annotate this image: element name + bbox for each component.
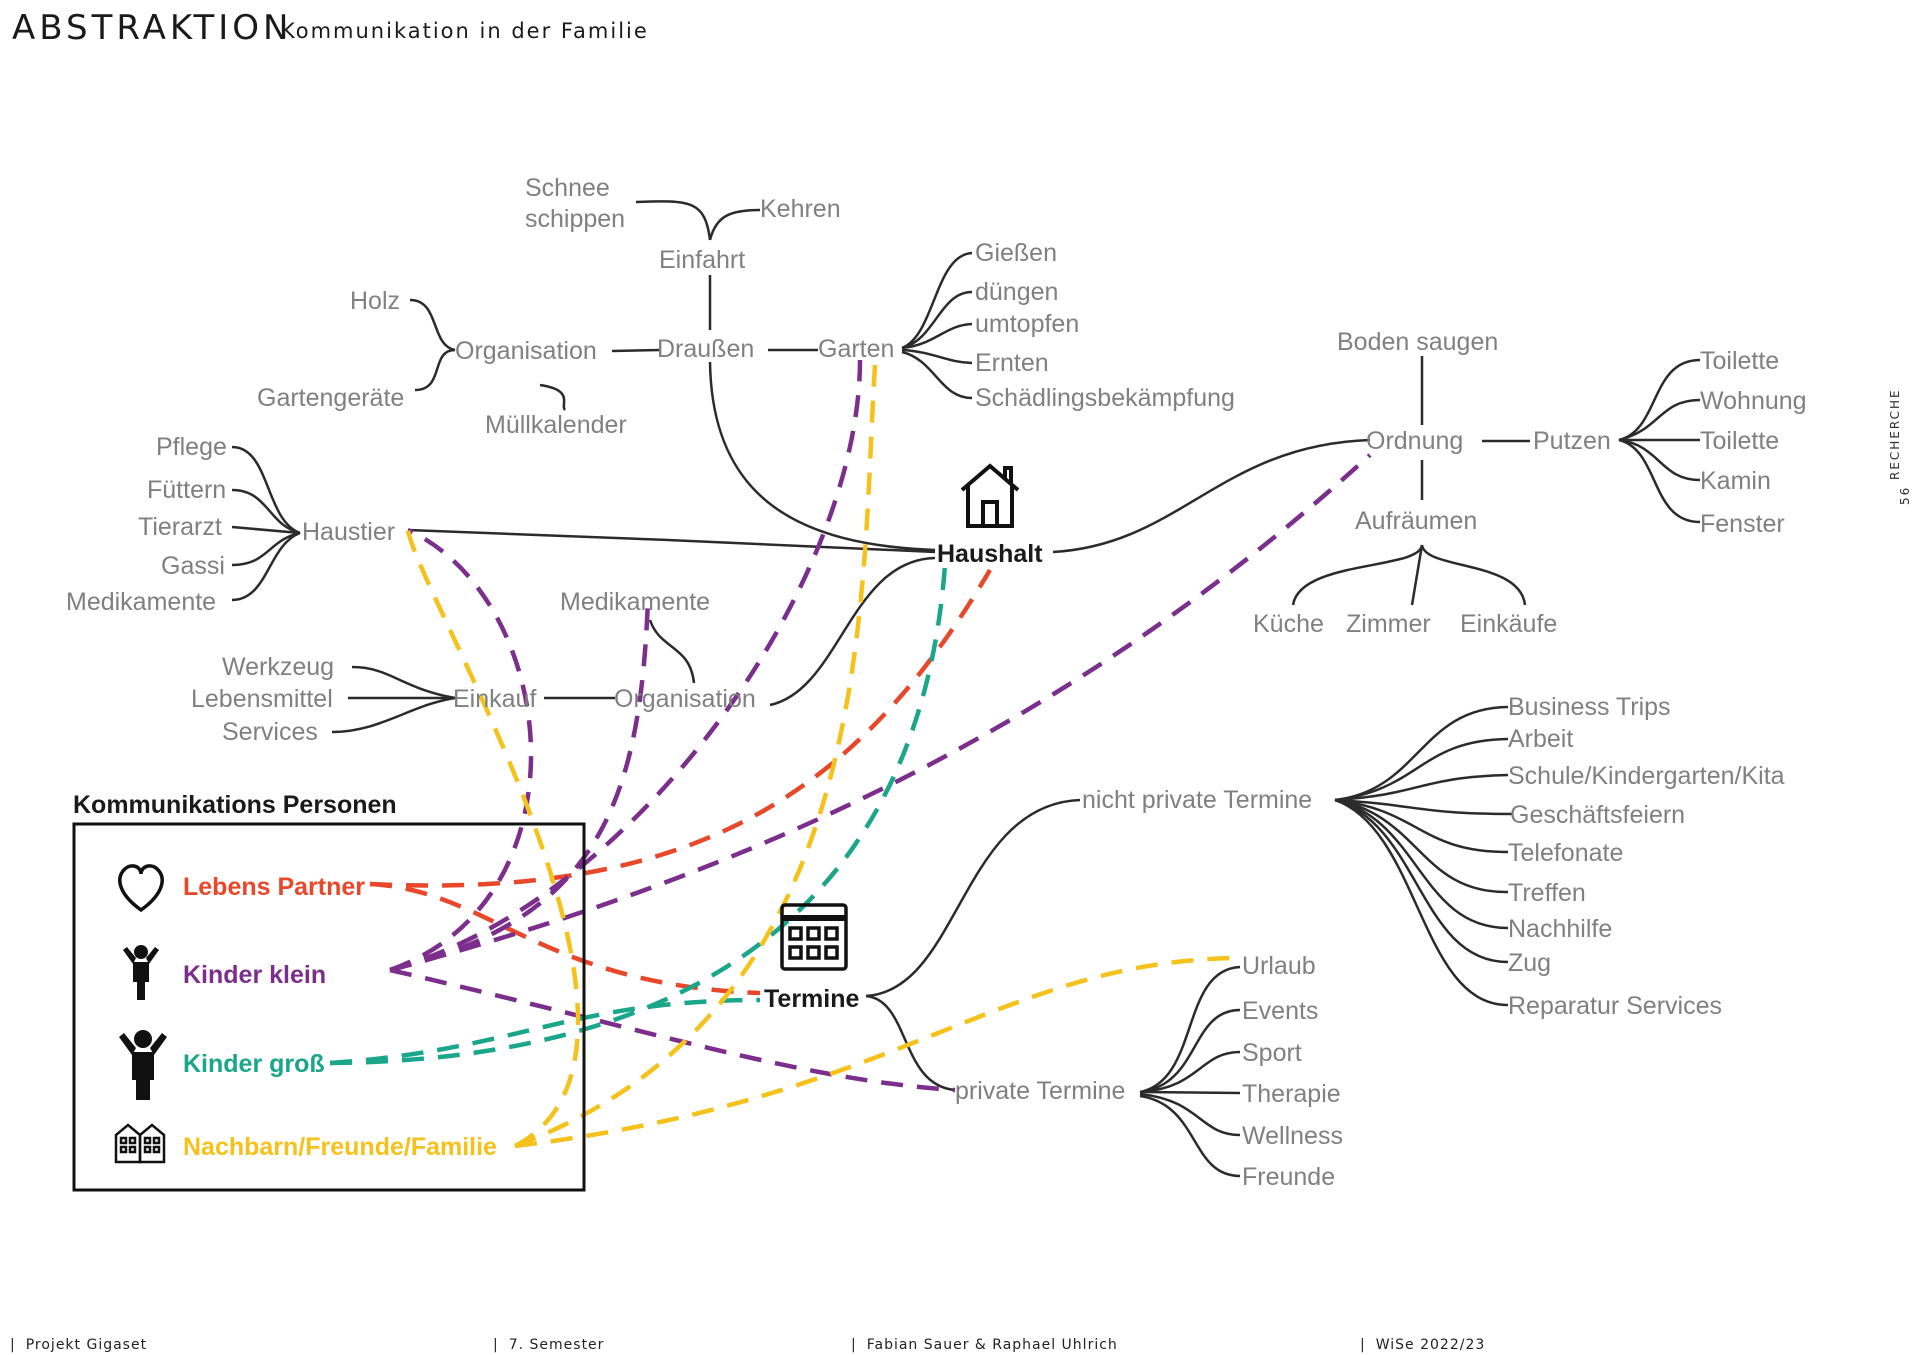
node-zimmer: Zimmer (1346, 610, 1431, 638)
node-toilette-1: Toilette (1700, 347, 1779, 375)
node-muellkalender: Müllkalender (485, 411, 627, 439)
node-organisation-top: Organisation (455, 337, 597, 365)
node-putzen: Putzen (1533, 427, 1611, 455)
kinder-klein-line-ordnung (389, 453, 1372, 973)
legend-label-partner: Lebens Partner (183, 873, 365, 901)
node-einfahrt: Einfahrt (659, 246, 745, 274)
node-boden-saugen: Boden saugen (1337, 328, 1498, 356)
calendar-icon (780, 903, 848, 971)
node-private-termine: private Termine (955, 1077, 1125, 1105)
node-medikamente-org: Medikamente (560, 588, 710, 616)
node-haustier: Haustier (302, 518, 395, 546)
node-sport: Sport (1242, 1039, 1302, 1067)
node-lebensmittel: Lebensmittel (191, 685, 333, 713)
node-labels: Schnee schippen Kehren Einfahrt Holz Org… (66, 174, 1807, 1191)
node-business-trips: Business Trips (1508, 693, 1671, 721)
node-umtopfen: umtopfen (975, 310, 1079, 338)
node-reparatur: Reparatur Services (1508, 992, 1722, 1020)
node-nachhilfe: Nachhilfe (1508, 915, 1612, 943)
communication-lines (329, 359, 1372, 1149)
node-einkauf: Einkauf (453, 685, 536, 713)
page-subtitle: Kommunikation in der Familie (281, 19, 649, 43)
kinder-gross-line-haushalt (329, 564, 948, 1066)
node-nicht-private-termine: nicht private Termine (1082, 786, 1312, 814)
nachbarn-line-urlaub (514, 955, 1241, 1149)
node-duengen: düngen (975, 278, 1058, 306)
node-schippen: schippen (525, 205, 625, 233)
node-ordnung: Ordnung (1366, 427, 1463, 455)
node-kueche: Küche (1253, 610, 1324, 638)
kinder-klein-line-haustier (389, 527, 534, 973)
node-toilette-2: Toilette (1700, 427, 1779, 455)
node-gartengeraete: Gartengeräte (257, 384, 404, 412)
kinder-klein-line-private (389, 967, 956, 1093)
kinder-klein-line-medikamente (389, 599, 651, 973)
node-wohnung: Wohnung (1700, 387, 1807, 415)
legend-label-kinder-gross: Kinder groß (183, 1050, 325, 1078)
footer-project: |Projekt Gigaset (10, 1337, 148, 1353)
nachbarn-line-garten (514, 364, 878, 1149)
node-ernten: Ernten (975, 349, 1049, 377)
node-events: Events (1242, 997, 1318, 1025)
node-aufraeumen: Aufräumen (1355, 507, 1477, 535)
termine-hub: Termine (764, 903, 859, 1013)
node-holz: Holz (350, 287, 400, 315)
houses-icon (114, 1123, 166, 1164)
termine-label: Termine (764, 985, 859, 1013)
node-medikamente-pet: Medikamente (66, 588, 216, 616)
node-fenster: Fenster (1700, 510, 1785, 538)
big-child-icon (119, 1030, 167, 1100)
node-telefonate: Telefonate (1508, 839, 1623, 867)
house-icon (960, 463, 1020, 528)
node-draussen: Draußen (657, 335, 754, 363)
heart-icon (118, 864, 164, 913)
node-kehren: Kehren (760, 195, 841, 223)
legend-label-kinder-klein: Kinder klein (183, 961, 326, 989)
node-gassi: Gassi (161, 552, 225, 580)
node-schule: Schule/Kindergarten/Kita (1508, 762, 1785, 790)
haushalt-label: Haushalt (937, 540, 1043, 568)
node-tierarzt: Tierarzt (138, 513, 222, 541)
node-urlaub: Urlaub (1242, 952, 1316, 980)
node-freunde: Freunde (1242, 1163, 1335, 1191)
node-kamin: Kamin (1700, 467, 1771, 495)
node-arbeit: Arbeit (1508, 725, 1573, 753)
haushalt-hub: Haushalt (937, 463, 1043, 568)
kinder-gross-line-termine (329, 997, 761, 1066)
node-schnee: Schnee (525, 174, 610, 202)
node-wellness: Wellness (1242, 1122, 1343, 1150)
page-title: ABSTRAKTION (12, 8, 293, 48)
node-werkzeug: Werkzeug (222, 653, 334, 681)
partner-line-haushalt (369, 568, 992, 888)
node-zug: Zug (1508, 949, 1551, 977)
nachbarn-line-haustier (405, 529, 581, 1148)
node-schaedlinge: Schädlingsbekämpfung (975, 384, 1235, 412)
partner-line-termine (369, 881, 761, 996)
node-einkaeufe: Einkäufe (1460, 610, 1557, 638)
legend-title: Kommunikations Personen (73, 791, 397, 819)
small-child-icon (123, 945, 159, 1000)
node-garten: Garten (818, 335, 894, 363)
footer-semester: |7. Semester (493, 1337, 605, 1353)
node-treffen: Treffen (1508, 879, 1586, 907)
legend-label-nachbarn: Nachbarn/Freunde/Familie (183, 1133, 497, 1161)
legend-box (72, 822, 586, 1192)
node-therapie: Therapie (1242, 1080, 1341, 1108)
node-giessen: Gießen (975, 239, 1057, 267)
node-geschaeftsfeiern: Geschäftsfeiern (1510, 801, 1685, 829)
node-pflege: Pflege (156, 433, 227, 461)
tree-connectors (231, 200, 1701, 1178)
node-organisation-bottom: Organisation (614, 685, 756, 713)
footer-authors: |Fabian Sauer & Raphael Uhlrich (851, 1337, 1118, 1353)
legend: Kommunikations Personen Lebens Partner K… (72, 791, 586, 1192)
footer-term: |WiSe 2022/23 (1360, 1337, 1486, 1353)
node-fuettern: Füttern (147, 476, 226, 504)
kinder-klein-line-garten (389, 359, 863, 973)
node-services: Services (222, 718, 318, 746)
